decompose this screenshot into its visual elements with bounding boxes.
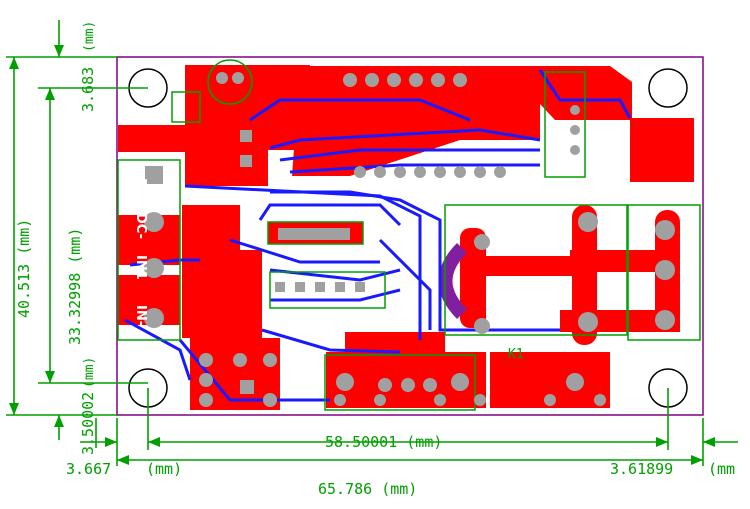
mounting-hole-top-right (648, 68, 688, 108)
dimension-lines (6, 20, 738, 466)
pcb-board: DC+ DC- IN1 IN- NC COM NO K1 (116, 56, 704, 416)
dim-top-offset-unit: (mm) (82, 21, 97, 52)
dim-bottom-offset-unit: (mm) (82, 357, 97, 388)
dim-total-height: 40.513 (mm) (15, 219, 33, 318)
dimension-labels: 65.786 (mm) 58.50001 (mm) 3.667 (mm) 3.6… (15, 21, 735, 498)
dim-top-offset-value: 3.683 (79, 67, 97, 112)
component-outlines (117, 59, 701, 411)
bottom-copper-layer (124, 69, 632, 402)
label-in-minus: IN- (133, 305, 148, 326)
component-pads (144, 72, 675, 407)
silkscreen-labels: DC+ DC- IN1 IN- NC COM NO K1 (133, 178, 701, 362)
dim-total-width: 65.786 (mm) (318, 480, 417, 498)
label-nc: NC (686, 216, 701, 236)
dim-bottom-offset-value: 3.50002 (79, 392, 97, 455)
dim-left-offset-value: 3.667 (66, 460, 111, 478)
label-com: COM (686, 262, 701, 296)
dim-right-offset-value: 3.61899 (610, 460, 673, 478)
dim-left-offset-unit: (mm) (146, 460, 182, 478)
label-no: NO (686, 310, 701, 332)
label-dc-plus: DC+ (133, 178, 148, 209)
dim-hole-spacing-x: 58.50001 (mm) (325, 433, 442, 451)
label-relay: K1 (508, 347, 524, 362)
dim-hole-spacing-y: 33.32998 (mm) (66, 228, 84, 345)
label-in1: IN1 (133, 255, 148, 280)
label-dc-minus: DC- (133, 213, 148, 239)
dim-right-offset-unit: (mm (708, 460, 735, 478)
